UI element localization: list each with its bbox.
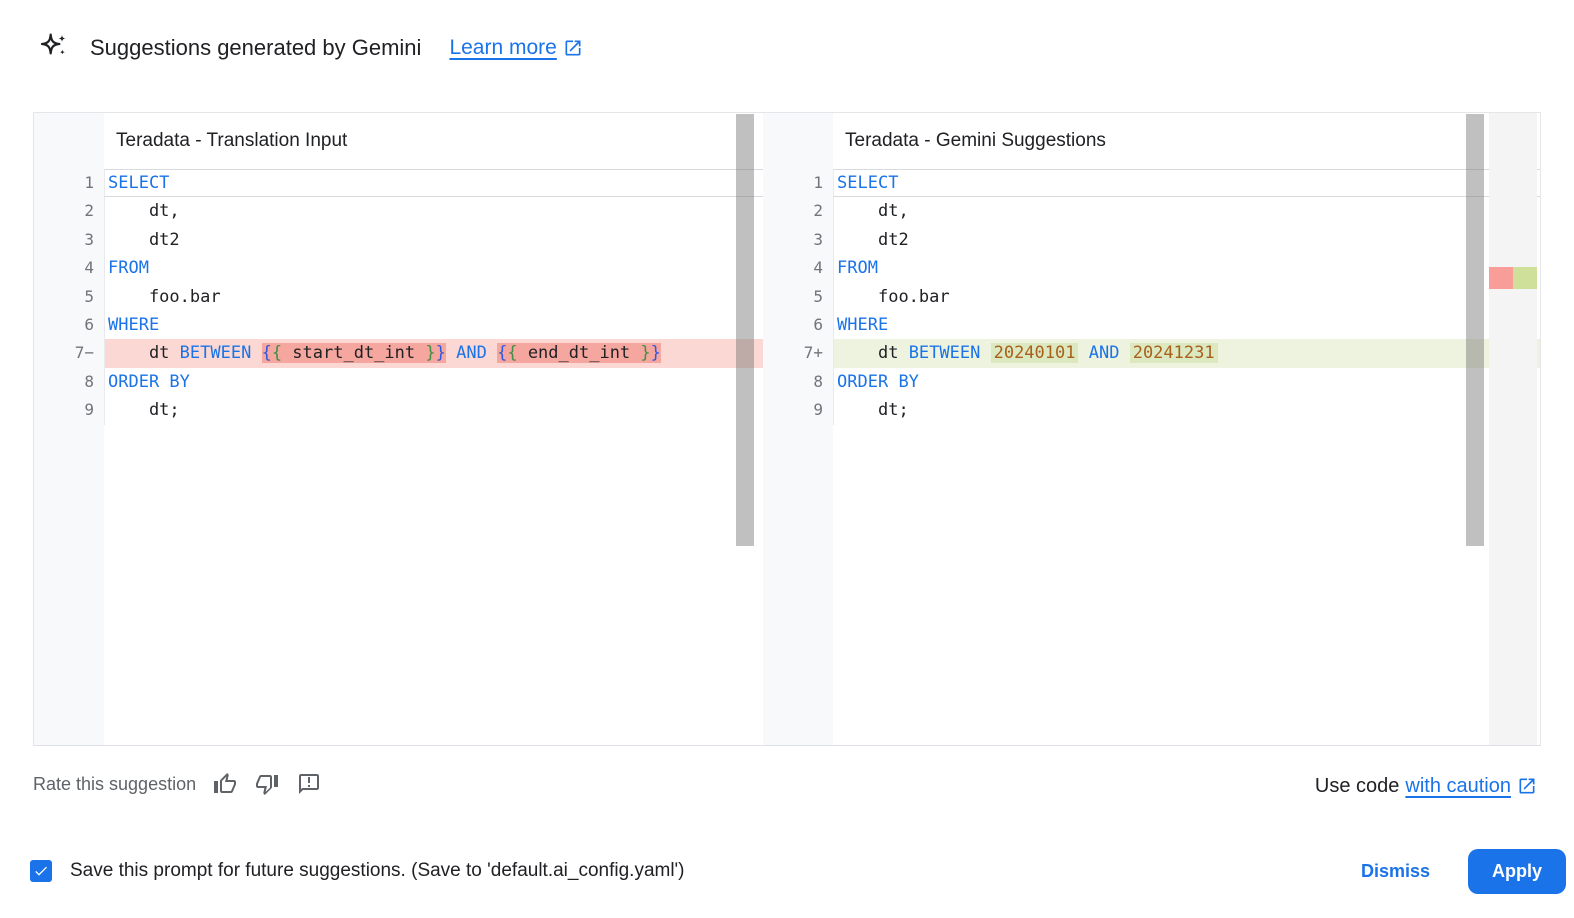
learn-more-link[interactable]: Learn more (449, 36, 582, 60)
code-line[interactable]: 5 foo.bar (763, 282, 1540, 311)
right-scrollbar-thumb[interactable] (1466, 114, 1484, 546)
dismiss-button[interactable]: Dismiss (1360, 860, 1430, 881)
line-number: 5 (84, 286, 94, 306)
line-number: 1 (84, 173, 94, 192)
line-number: 4 (813, 258, 824, 278)
line-number: 2 (84, 201, 94, 221)
code-line[interactable]: 3 dt2 (763, 225, 1540, 255)
code-line[interactable]: 8 ORDER BY (34, 367, 763, 397)
right-pane-title: Teradata - Gemini Suggestions (845, 130, 1106, 151)
code-line[interactable]: 4 FROM (763, 254, 1540, 283)
line-number: 2 (813, 201, 824, 221)
code-line-content: SELECT (104, 169, 764, 198)
rate-suggestion-row: Rate this suggestion (33, 768, 322, 800)
code-line-content: SELECT (833, 169, 1540, 198)
open-in-new-icon (565, 40, 581, 56)
save-prompt-label: Save this prompt for future suggestions.… (70, 860, 685, 881)
action-bar: Save this prompt for future suggestions.… (30, 848, 1566, 894)
code-line[interactable]: 9 dt; (763, 396, 1540, 425)
code-line[interactable]: 4 FROM (34, 254, 763, 283)
code-line[interactable]: 6 WHERE (34, 310, 763, 340)
ruler-addition-mark (1513, 267, 1537, 289)
rate-suggestion-label: Rate this suggestion (33, 773, 197, 794)
code-line[interactable]: 8 ORDER BY (763, 367, 1540, 397)
code-line[interactable]: 1 SELECT (34, 169, 764, 198)
line-number: 4 (84, 258, 94, 278)
code-line-content: ORDER BY (104, 367, 763, 397)
code-line-content: dt BETWEEN {{ start_dt_int }} AND {{ end… (104, 339, 764, 368)
code-line-content: dt BETWEEN 20240101 AND 20241231 (833, 339, 1540, 368)
code-line-content: dt; (104, 396, 763, 425)
line-number: 5 (813, 286, 824, 306)
left-scrollbar[interactable] (735, 113, 755, 745)
line-number: 1 (813, 173, 824, 192)
code-line[interactable]: 1 SELECT (763, 169, 1540, 198)
gemini-sparkle-icon (40, 33, 66, 55)
open-in-new-icon (1519, 778, 1535, 794)
code-line[interactable]: 9 dt; (34, 396, 763, 425)
apply-button[interactable]: Apply (1468, 848, 1566, 894)
thumb-down-button[interactable] (254, 771, 280, 797)
code-line[interactable]: 2 dt, (763, 197, 1540, 226)
line-number: 6 (813, 314, 824, 334)
code-line[interactable]: 7− dt BETWEEN {{ start_dt_int }} AND {{ … (34, 339, 764, 368)
suggestions-header: Suggestions generated by Gemini Learn mo… (36, 28, 583, 68)
line-number: 7+ (803, 343, 824, 363)
thumb-down-icon (256, 775, 279, 795)
code-line[interactable]: 3 dt2 (34, 225, 763, 255)
code-line[interactable]: 7+ dt BETWEEN 20240101 AND 20241231 (763, 339, 1540, 368)
line-number: 8 (813, 371, 824, 391)
code-line-content: dt, (833, 197, 1540, 226)
ruler-deletion-mark (1489, 267, 1513, 289)
right-scrollbar[interactable] (1465, 113, 1485, 745)
code-line-content: FROM (104, 254, 763, 283)
code-line-content: FROM (833, 254, 1540, 283)
line-number: 9 (84, 400, 94, 420)
diff-overview-ruler (1489, 113, 1537, 745)
page-title: Suggestions generated by Gemini (90, 35, 422, 60)
line-number: 3 (813, 229, 824, 249)
feedback-button[interactable] (296, 771, 322, 797)
code-line-content: dt; (833, 396, 1540, 425)
left-pane-title: Teradata - Translation Input (116, 130, 348, 151)
code-line-content: dt, (104, 197, 763, 226)
code-line-content: WHERE (833, 310, 1540, 340)
code-line-content: dt2 (833, 225, 1540, 255)
code-line[interactable]: 5 foo.bar (34, 282, 763, 311)
line-number: 8 (84, 371, 94, 391)
line-number: 3 (84, 229, 94, 249)
left-scrollbar-thumb[interactable] (736, 114, 755, 546)
code-line-content: ORDER BY (833, 367, 1540, 397)
use-code-caution: Use code with caution (1315, 770, 1537, 802)
line-number: 9 (813, 400, 824, 420)
with-caution-link[interactable]: with caution (1405, 774, 1511, 797)
line-number-gutter (34, 113, 104, 745)
line-number: 6 (84, 314, 94, 334)
code-line-content: foo.bar (104, 282, 763, 311)
thumb-up-button[interactable] (212, 771, 238, 797)
line-number: 7− (74, 343, 94, 363)
code-line-content: dt2 (104, 225, 763, 255)
code-line-content: WHERE (104, 310, 763, 340)
use-code-text: Use code (1314, 774, 1400, 797)
checkmark-icon (35, 866, 47, 876)
code-line[interactable]: 2 dt, (34, 197, 763, 226)
feedback-icon (299, 774, 320, 794)
code-line-content: foo.bar (833, 282, 1540, 311)
thumb-up-icon (214, 773, 237, 793)
learn-more-label[interactable]: Learn more (449, 36, 557, 59)
code-line[interactable]: 6 WHERE (763, 310, 1540, 340)
save-prompt-checkbox[interactable] (30, 860, 52, 882)
line-number-gutter (763, 113, 834, 745)
